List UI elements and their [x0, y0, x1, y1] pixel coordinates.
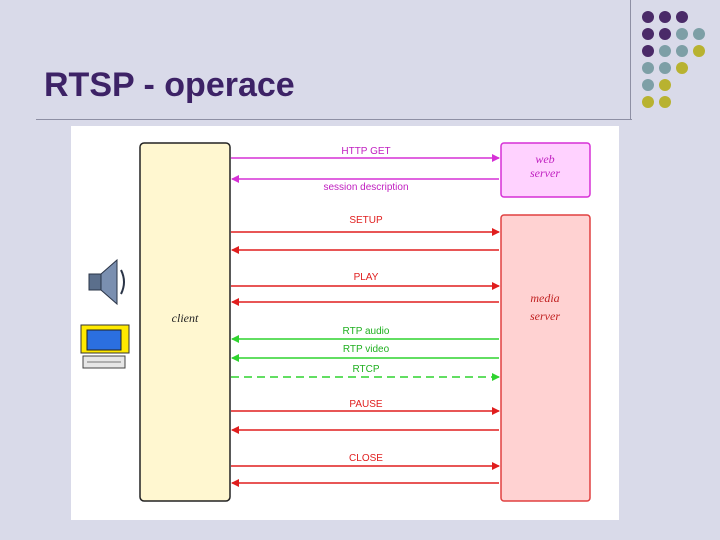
rtsp-sequence-diagram: client web server media server HTTP GET … [71, 126, 619, 520]
computer-monitor-icon [80, 324, 130, 369]
decorative-dot-grid [642, 11, 705, 108]
session-description-label: session description [323, 182, 408, 193]
slide-title: RTSP - operace [44, 66, 295, 104]
close-label: CLOSE [349, 453, 383, 464]
play-label: PLAY [354, 272, 379, 283]
rtp-audio-label: RTP audio [343, 326, 390, 337]
speaker-icon [88, 258, 125, 306]
media-server-label-line1: media [530, 291, 559, 305]
client-label: client [172, 311, 199, 325]
http-get-label: HTTP GET [341, 146, 390, 157]
header-vertical-rule [630, 0, 631, 120]
rtcp-label: RTCP [352, 364, 379, 375]
setup-label: SETUP [349, 215, 383, 226]
pause-label: PAUSE [349, 399, 382, 410]
media-server-box [500, 214, 591, 502]
client-box [139, 142, 231, 502]
web-server-label-line1: web [535, 152, 554, 166]
title-underline [36, 119, 632, 120]
web-server-label-line2: server [530, 166, 560, 180]
web-server-box [500, 142, 591, 198]
media-server-label-line2: server [530, 309, 560, 323]
rtp-video-label: RTP video [343, 344, 390, 355]
